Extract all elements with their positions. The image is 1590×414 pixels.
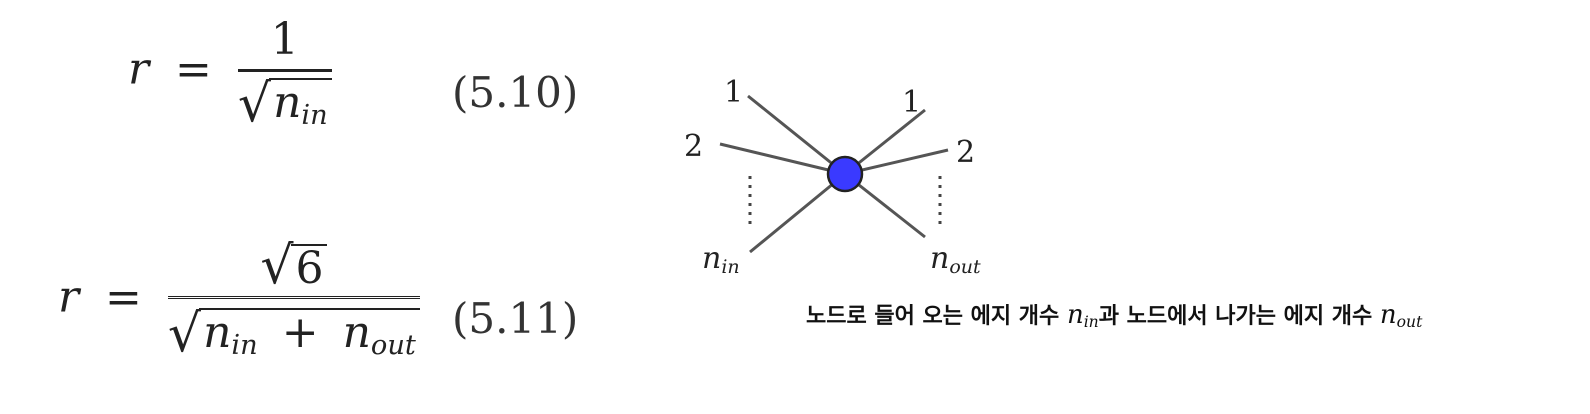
equation-5-10: r = 1 √ nin — [128, 14, 332, 130]
eq1-lhs: r — [128, 43, 150, 95]
eq2-numerator: √ 6 — [254, 240, 333, 296]
label-out-n: nout — [930, 241, 981, 278]
sqrt-symbol: √ — [237, 74, 272, 135]
label-in-1: 1 — [724, 75, 743, 110]
eq1-fraction-bar — [237, 69, 332, 72]
incoming-edge-2 — [719, 142, 846, 176]
label-out-2: 2 — [956, 135, 975, 170]
eq1-fraction: 1 √ nin — [237, 14, 332, 130]
eq2-fraction-bar — [167, 296, 420, 302]
eq2-equals: = — [105, 271, 142, 323]
node-circle — [826, 155, 864, 193]
eq2-lhs: r — [58, 271, 80, 323]
caption-part2: 과 노드에서 나가는 에지 개수 — [1098, 304, 1380, 329]
caption-var-nout: nout — [1379, 300, 1423, 331]
incoming-edge-n — [749, 172, 846, 254]
incoming-edge-1 — [747, 94, 846, 176]
eq2-number: (5.11) — [452, 294, 579, 343]
eq1-equals: = — [175, 43, 212, 95]
diagram-caption: 노드로 들어 오는 에지 개수 nin과 노드에서 나가는 에지 개수 nout — [806, 298, 1422, 331]
eq1-denominator: √ nin — [238, 72, 332, 130]
equation-5-11: r = √ 6 √ nin + nout — [58, 240, 420, 360]
label-in-2: 2 — [684, 129, 703, 164]
eq1-number: (5.10) — [452, 68, 579, 117]
caption-part1: 노드로 들어 오는 에지 개수 — [806, 304, 1067, 329]
eq2-denominator: √ nin + nout — [168, 302, 420, 360]
sqrt-symbol: √ — [260, 236, 294, 296]
node-edge-diagram: 1 2 1 2 nin nout — [684, 75, 981, 278]
caption-var-nin: nin — [1066, 300, 1099, 331]
eq1-numerator: 1 — [270, 14, 299, 65]
eq2-fraction: √ 6 √ nin + nout — [167, 240, 420, 360]
sqrt-symbol: √ — [167, 304, 202, 365]
label-in-n: nin — [702, 241, 740, 278]
label-out-1: 1 — [902, 85, 921, 120]
